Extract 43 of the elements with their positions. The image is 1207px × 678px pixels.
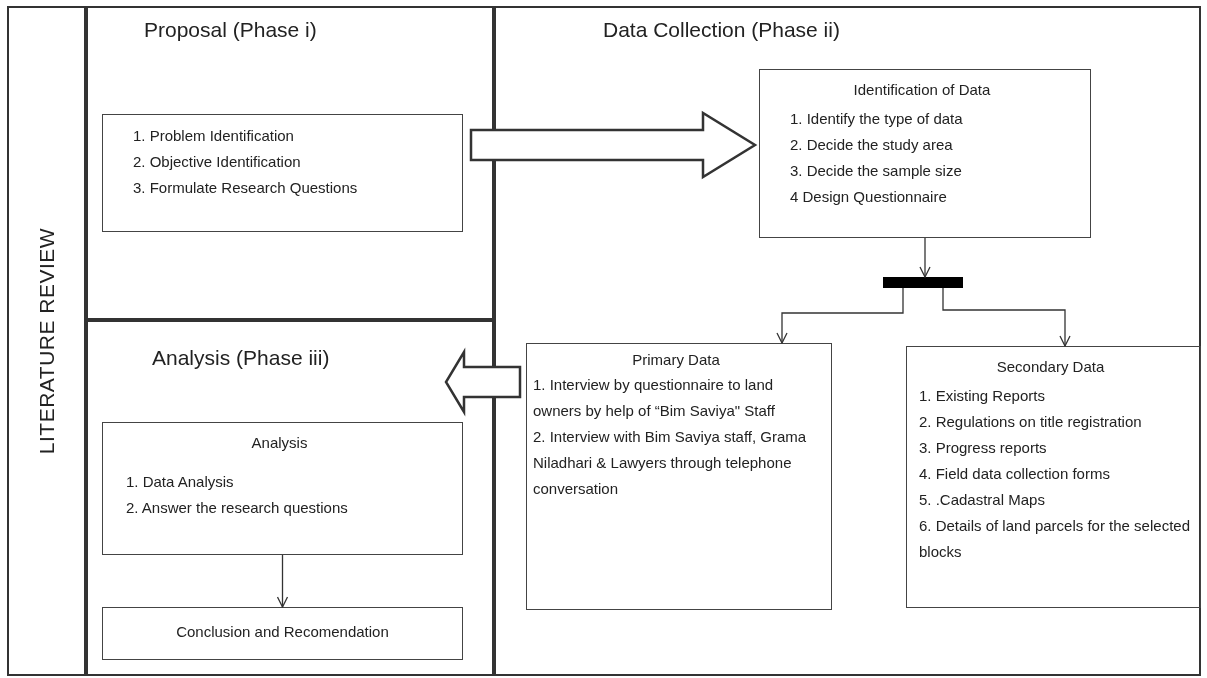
arrow	[776, 287, 904, 344]
list-item: 2. Interview with Bim Saviya staff, Grama Niladhari & Lawyers through telephone conversation	[533, 427, 808, 499]
list-item: 5. .Cadastral Maps	[919, 490, 1046, 510]
list-item: 6. Details of land parcels for the selected blocks	[919, 516, 1191, 562]
list-item: 1. Existing Reports	[919, 386, 1046, 406]
process-box	[906, 346, 1201, 608]
process-box	[102, 114, 463, 232]
process-box	[759, 69, 1091, 238]
list-item: 1. Data Analysis	[126, 472, 235, 492]
phase-panel	[86, 6, 494, 320]
box-title: Analysis	[250, 433, 309, 453]
side-band	[7, 6, 86, 676]
panel-heading: Analysis (Phase iii)	[152, 346, 330, 370]
list-item: 3. Decide the sample size	[790, 161, 963, 181]
panel-heading: Data Collection (Phase ii)	[603, 18, 840, 42]
list-item: 3. Formulate Research Questions	[133, 178, 359, 198]
process-box	[526, 343, 832, 610]
list-item: 2. Regulations on title registration	[919, 412, 1143, 432]
list-item: 2. Answer the research questions	[126, 498, 349, 518]
list-item: 1. Problem Identification	[133, 126, 295, 146]
box-title: Identification of Data	[852, 80, 992, 100]
fork-bar	[883, 277, 963, 288]
process-box	[102, 607, 463, 660]
list-item: 4 Design Questionnaire	[790, 187, 948, 207]
box-title: Primary Data	[631, 350, 721, 370]
list-item: 1. Interview by questionnaire to land owners by help of “Bim Saviya" Staff	[533, 375, 776, 421]
list-item: 2. Decide the study area	[790, 135, 954, 155]
list-item: 1. Identify the type of data	[790, 109, 964, 129]
arrow	[276, 554, 289, 608]
phase-panel	[494, 6, 1201, 676]
band-label: LITERATURE REVIEW	[34, 227, 59, 455]
process-box	[102, 422, 463, 555]
block-arrow	[444, 347, 522, 417]
arrow	[942, 287, 1071, 347]
list-item: 2. Objective Identification	[133, 152, 302, 172]
box-title: Secondary Data	[995, 357, 1106, 377]
phase-panel	[86, 320, 494, 676]
list-item: 4. Field data collection forms	[919, 464, 1111, 484]
list-item: 3. Progress reports	[919, 438, 1048, 458]
box-label: Conclusion and Recomendation	[175, 622, 390, 642]
block-arrow	[469, 110, 758, 180]
panel-heading: Proposal (Phase i)	[144, 18, 317, 42]
arrow	[919, 237, 931, 278]
